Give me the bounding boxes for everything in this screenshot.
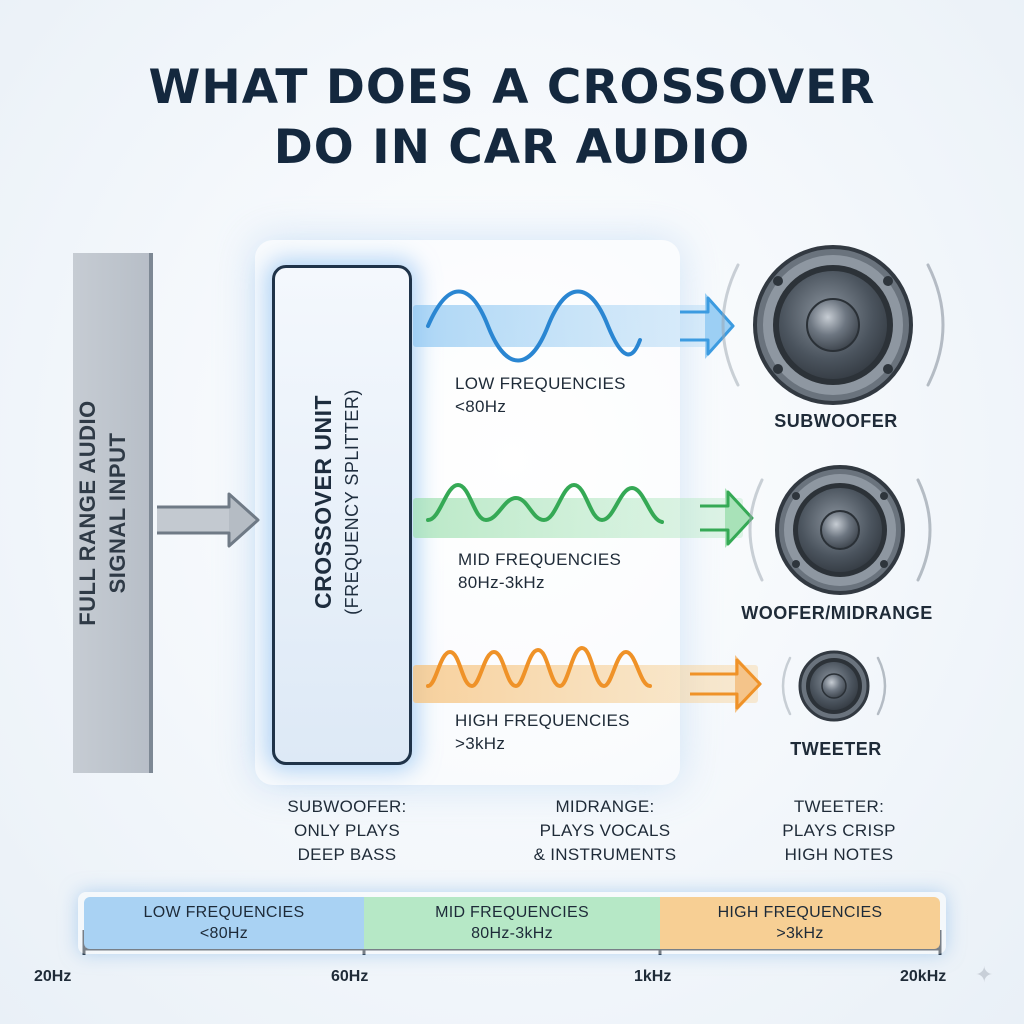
low-frequency-wave (426, 289, 642, 363)
scale-band-mid: MID FREQUENCIES 80Hz-3kHz (364, 897, 660, 949)
midrange-label: WOOFER/MIDRANGE (741, 603, 933, 623)
mid-frequency-range: 80Hz-3kHz (458, 573, 545, 592)
input-arrow (157, 492, 260, 548)
subwoofer-description-title: SUBWOOFER: (287, 797, 407, 816)
high-frequency-wave (426, 645, 652, 689)
tweeter-description-line-1: PLAYS CRISP (782, 821, 896, 840)
scale-band-mid-range: 80Hz-3kHz (471, 925, 553, 942)
tweeter-label: TWEETER (790, 739, 882, 759)
scale-tick-60hz: 60Hz (331, 968, 369, 985)
mid-frequency-label: MID FREQUENCIES 80Hz-3kHz (458, 548, 621, 594)
high-frequency-range: >3kHz (455, 734, 506, 753)
midrange-description-line-2: & INSTRUMENTS (533, 845, 677, 864)
subwoofer-speaker-icon (721, 245, 945, 405)
tweeter-description: TWEETER: PLAYS CRISP HIGH NOTES (754, 795, 924, 867)
scale-tick-1khz: 1kHz (634, 968, 672, 985)
low-band-flow (413, 289, 735, 363)
scale-tick-20khz: 20kHz (900, 968, 947, 985)
scale-band-high-name: HIGH FREQUENCIES (717, 904, 883, 921)
page-title: WHAT DOES A CROSSOVER DO IN CAR AUDIO (0, 58, 1024, 178)
tweeter-speaker-icon (781, 650, 887, 722)
scale-band-low-name: LOW FREQUENCIES (143, 904, 305, 921)
tweeter-description-line-2: HIGH NOTES (784, 845, 894, 864)
midrange-description: MIDRANGE: PLAYS VOCALS & INSTRUMENTS (505, 795, 705, 867)
scale-band-mid-name: MID FREQUENCIES (435, 904, 589, 921)
signal-input-block (73, 253, 153, 773)
low-frequency-range: <80Hz (455, 397, 507, 416)
mid-frequency-name: MID FREQUENCIES (458, 550, 622, 569)
crossover-unit (272, 265, 412, 765)
high-frequency-label: HIGH FREQUENCIES >3kHz (455, 709, 630, 755)
high-band-flow (413, 645, 762, 713)
tweeter-description-title: TWEETER: (793, 797, 885, 816)
midrange-description-line-1: PLAYS VOCALS (539, 821, 671, 840)
low-frequency-label: LOW FREQUENCIES <80Hz (455, 372, 626, 418)
scale-band-low-range: <80Hz (199, 925, 249, 942)
subwoofer-description-line-1: ONLY PLAYS (294, 821, 400, 840)
scale-band-high: HIGH FREQUENCIES >3kHz (660, 897, 940, 949)
subwoofer-description-line-2: DEEP BASS (297, 845, 397, 864)
sparkle-icon: ✦ (975, 962, 994, 987)
high-frequency-name: HIGH FREQUENCIES (455, 711, 630, 730)
title-line-1: WHAT DOES A CROSSOVER (148, 60, 876, 115)
mid-band-flow (413, 482, 754, 548)
subwoofer-description: SUBWOOFER: ONLY PLAYS DEEP BASS (262, 795, 432, 867)
low-frequency-name: LOW FREQUENCIES (455, 374, 626, 393)
scale-band-low: LOW FREQUENCIES <80Hz (84, 897, 364, 949)
scale-band-high-range: >3kHz (776, 925, 824, 942)
title-line-2: DO IN CAR AUDIO (273, 120, 751, 175)
scale-tick-20hz: 20Hz (34, 968, 72, 985)
midrange-speaker-icon (748, 465, 932, 595)
midrange-description-title: MIDRANGE: (555, 797, 655, 816)
mid-frequency-wave (426, 482, 664, 524)
subwoofer-label: SUBWOOFER (774, 411, 898, 431)
